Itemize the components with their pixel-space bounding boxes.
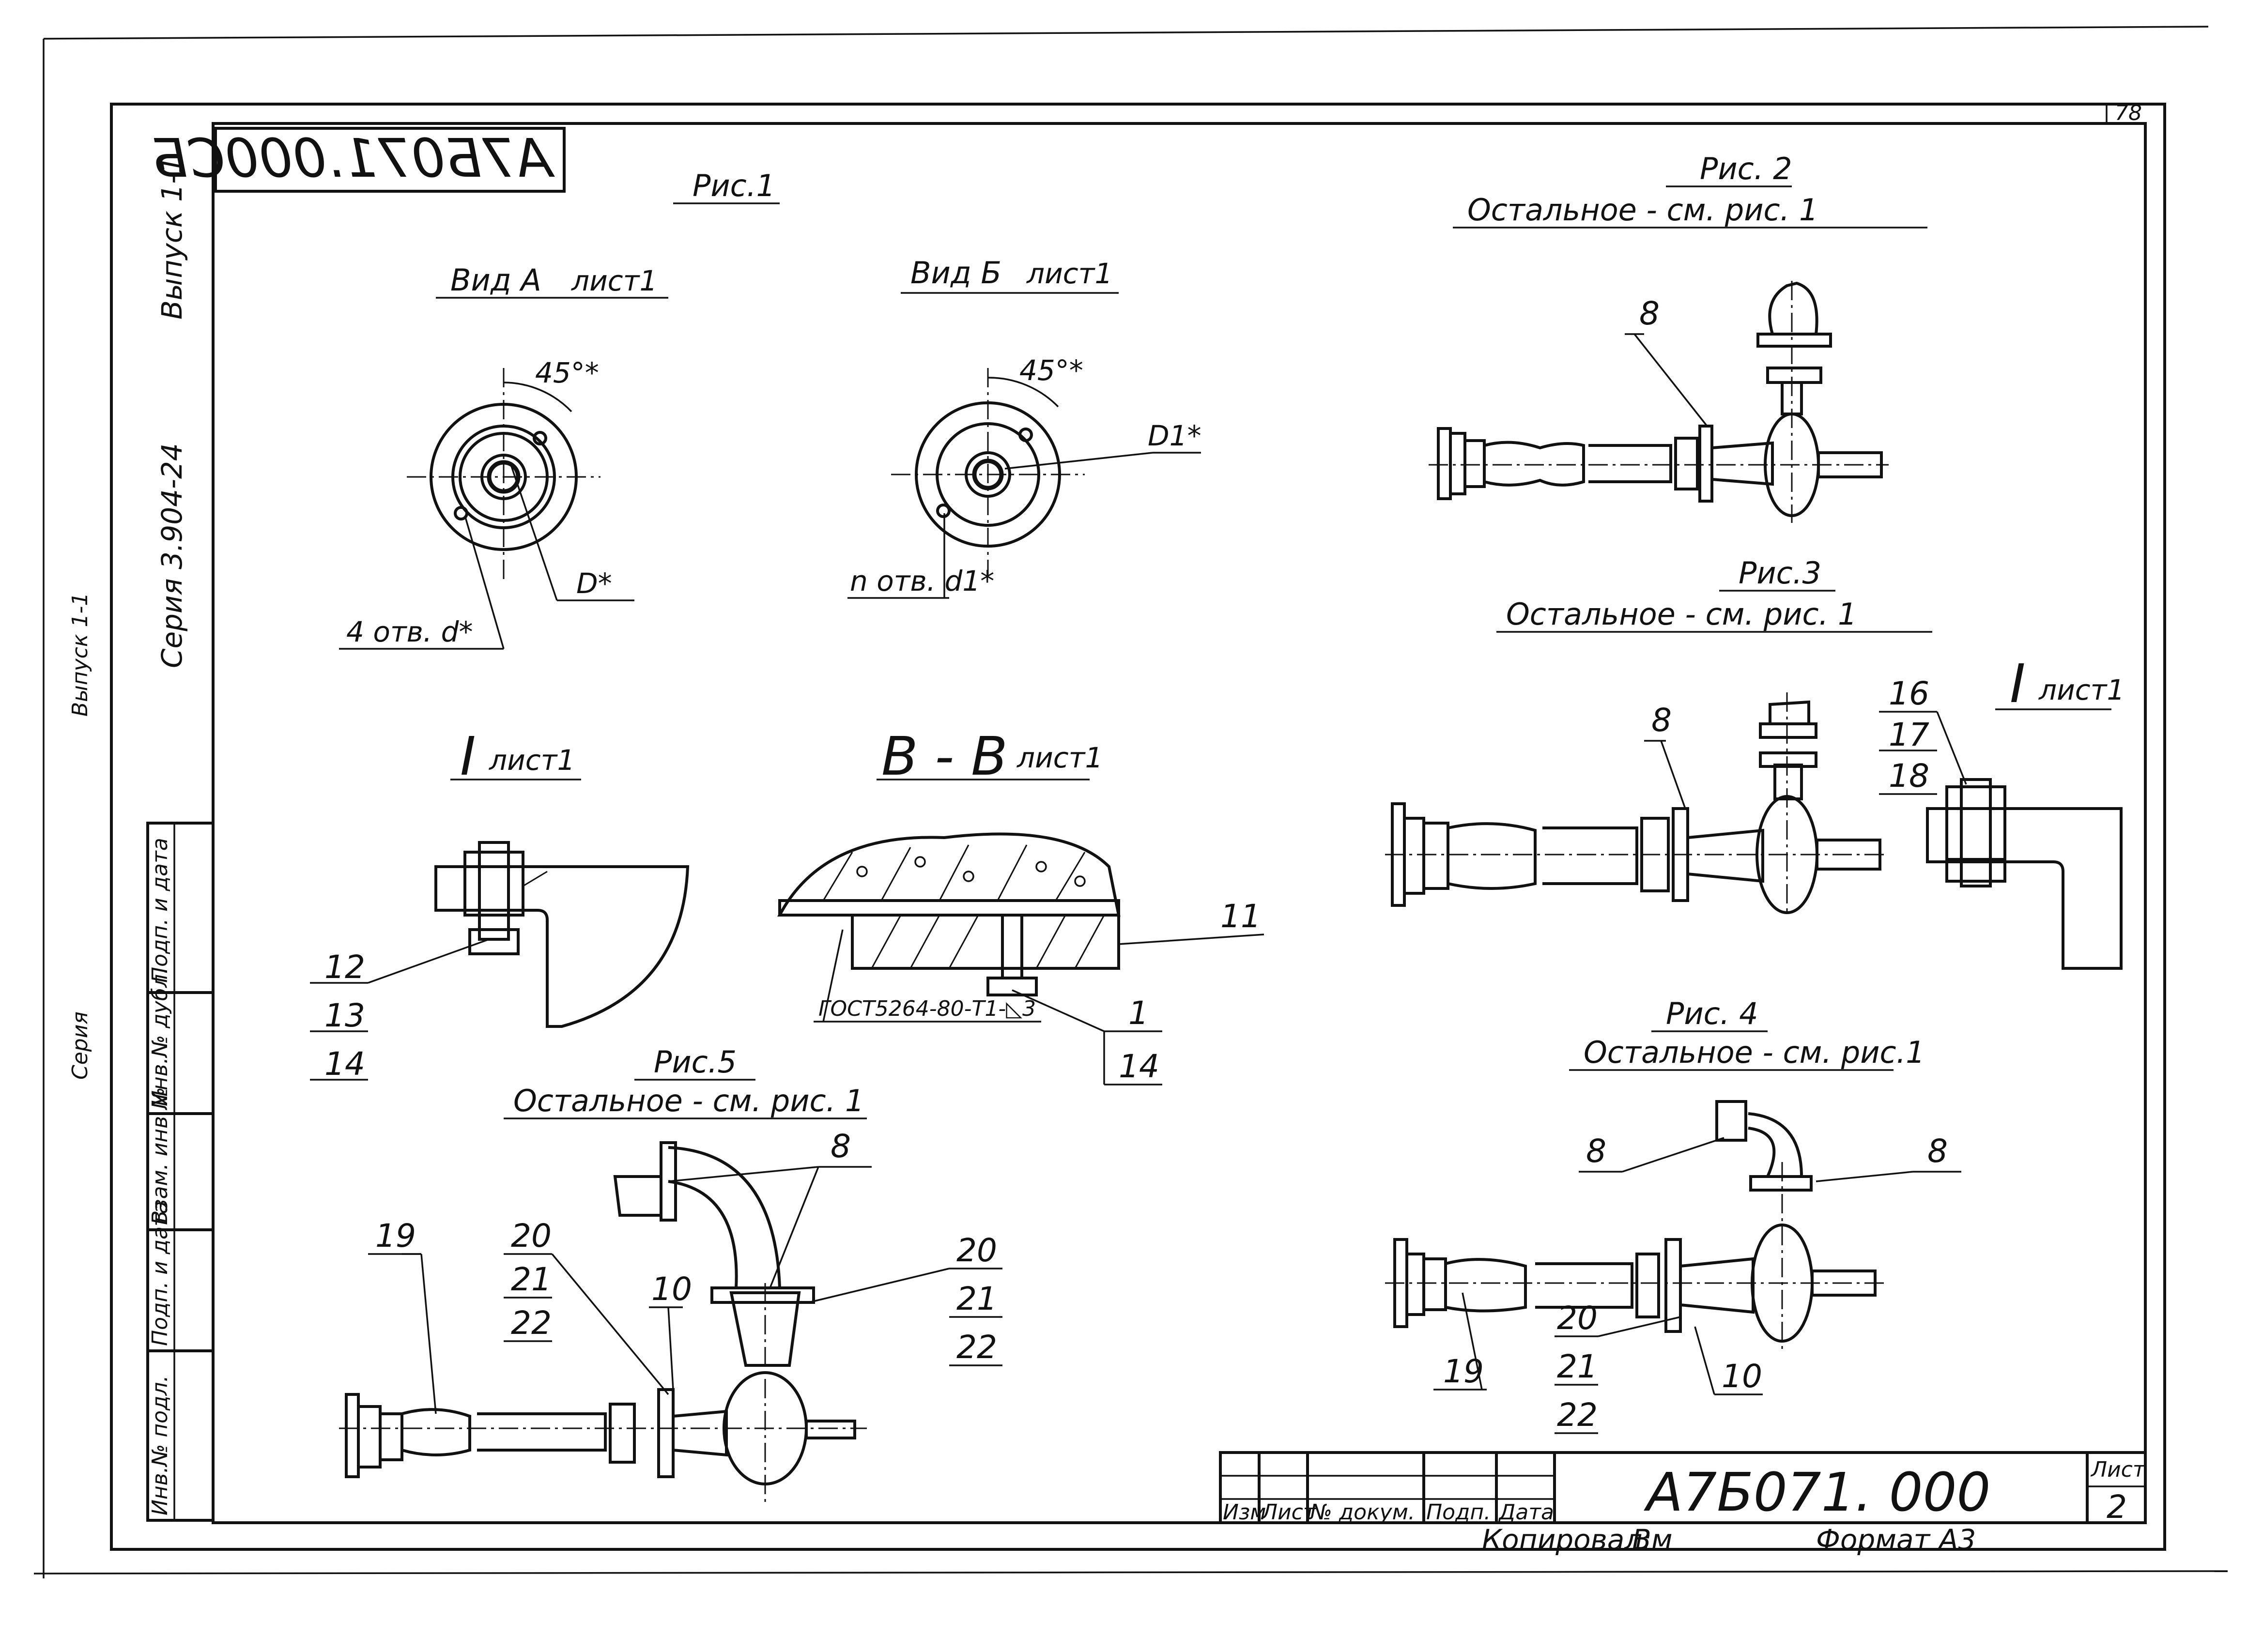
side-seriya-outer: Серия xyxy=(68,1011,92,1080)
fig4: Рис. 4 Остальное - см. рис.1 8 8 19 20 xyxy=(1385,996,1961,1434)
view-b: Вид Б лист1 45°* D1* n отв. d1* xyxy=(847,255,1201,599)
detail-i-sheet: лист1 xyxy=(489,744,575,777)
fig2-subtitle: Остальное - см. рис. 1 xyxy=(1467,192,1818,228)
fig5-title: Рис.5 xyxy=(654,1044,737,1080)
view-b-holes: n отв. d1* xyxy=(850,565,994,597)
view-b-diameter: D1* xyxy=(1148,419,1201,452)
fig2: Рис. 2 Остальное - см. рис. 1 8 xyxy=(1429,151,1927,523)
fig4-item-21: 21 xyxy=(1557,1348,1598,1385)
fig5-item-21-left: 21 xyxy=(511,1261,552,1298)
title-copied: Копировал: xyxy=(1482,1523,1652,1556)
fig4-item-19: 19 xyxy=(1443,1353,1484,1390)
sign-field-4: Подп. и дата xyxy=(148,1201,172,1346)
fig3-subtitle: Остальное - см. рис. 1 xyxy=(1506,597,1857,632)
fig4-item-20: 20 xyxy=(1557,1300,1598,1337)
view-a-angle: 45°* xyxy=(535,356,599,389)
fig5-subtitle: Остальное - см. рис. 1 xyxy=(513,1083,864,1118)
sheet-number-top: 78 xyxy=(2115,101,2142,125)
fig5-item-22-right: 22 xyxy=(956,1329,997,1366)
fig5-item-10: 10 xyxy=(651,1270,692,1308)
detail-i-item-12: 12 xyxy=(324,948,365,986)
section-vv-sheet: лист1 xyxy=(1016,741,1103,774)
detail-i-fig3: I лист1 16 17 18 xyxy=(1879,653,2125,970)
section-vv-hatch xyxy=(822,844,1105,969)
fig3-item-8: 8 xyxy=(1651,702,1672,739)
section-vv-item-1: 1 xyxy=(1128,994,1149,1032)
fig5-item-20-right: 20 xyxy=(956,1232,997,1269)
fig5-item-19: 19 xyxy=(375,1217,416,1254)
view-a-holes: 4 отв. d* xyxy=(346,615,473,648)
fig4-title: Рис. 4 xyxy=(1666,996,1758,1031)
detail-i-item-14: 14 xyxy=(324,1045,365,1083)
fig4-subtitle: Остальное - см. рис.1 xyxy=(1584,1035,1925,1070)
fig3-detail-item-18: 18 xyxy=(1889,757,1929,795)
title-sheet-label: Лист xyxy=(2090,1457,2146,1482)
detail-i-title: I xyxy=(460,725,476,787)
title-copied-sign: Вм xyxy=(1632,1523,1673,1556)
section-vv-title: В - В xyxy=(881,725,1008,787)
fig4-item-8-right: 8 xyxy=(1927,1132,1948,1170)
fig4-item-8-left: 8 xyxy=(1586,1132,1606,1170)
view-b-angle: 45°* xyxy=(1019,354,1083,387)
fig5-item-22-left: 22 xyxy=(511,1304,552,1342)
fig3-detail-item-17: 17 xyxy=(1889,716,1929,753)
detail-i-item-13: 13 xyxy=(324,997,365,1034)
fig1-title: Рис.1 xyxy=(693,168,775,203)
crop-line-bottom xyxy=(33,1570,2228,1575)
title-col-izm: Изм xyxy=(1223,1500,1266,1525)
sign-field-3: Взам. инв.№ xyxy=(148,1087,172,1225)
detail-i-fig1: I лист1 12 13 14 xyxy=(310,725,690,1083)
sign-field-2: Инв.№ дубл. xyxy=(148,967,172,1106)
mirrored-code-stamp: А7Б071.000СБ xyxy=(151,127,566,193)
view-a-sheet: лист1 xyxy=(571,264,657,297)
view-b-sheet: лист1 xyxy=(1026,257,1112,290)
inner-frame xyxy=(212,122,2147,1524)
title-col-podp: Подп. xyxy=(1426,1500,1491,1525)
side-vypusk-outer: Выпуск 1-1 xyxy=(68,593,92,717)
fig3-detail-sheet: лист1 xyxy=(2038,673,2125,706)
mirrored-code-text: А7Б071.000СБ xyxy=(151,127,555,189)
fig4-item-10: 10 xyxy=(1722,1358,1762,1395)
title-col-list: Лист xyxy=(1261,1500,1316,1525)
fig5-item-20-left: 20 xyxy=(511,1217,552,1254)
title-format: Формат А3 xyxy=(1816,1523,1976,1556)
title-block: Изм Лист № докум. Подп. Дата А7Б071. 000… xyxy=(1219,1451,2147,1556)
view-b-title: Вид Б xyxy=(910,255,1001,291)
title-col-data: Дата xyxy=(1498,1500,1554,1525)
view-a-diameter: D* xyxy=(576,567,612,600)
side-seriya: Серия 3.904-24 xyxy=(155,443,188,668)
fig3-detail-item-16: 16 xyxy=(1889,675,1929,712)
view-a-title: Вид А xyxy=(450,262,541,298)
fig5-item-8: 8 xyxy=(831,1128,851,1165)
title-sheet-value: 2 xyxy=(2107,1488,2127,1526)
left-sign-table: Подп. и дата Инв.№ дубл. Взам. инв.№ Под… xyxy=(146,822,215,1522)
sign-field-1: Подп. и дата xyxy=(148,838,172,983)
side-vypusk: Выпуск 1-1 xyxy=(155,156,188,320)
fig3-detail-title: I xyxy=(2010,653,2025,715)
fig2-title: Рис. 2 xyxy=(1700,151,1792,186)
title-code: А7Б071. 000 xyxy=(1644,1461,1991,1523)
section-vv-item-14: 14 xyxy=(1119,1048,1159,1085)
outer-frame xyxy=(110,103,2166,1551)
section-vv-item-11: 11 xyxy=(1220,898,1261,935)
title-col-dokum: № докум. xyxy=(1309,1500,1415,1525)
section-vv-weld: ГОСТ5264-80-Т1-◺3 xyxy=(818,996,1036,1021)
sign-field-5: Инв.№ подл. xyxy=(148,1375,172,1515)
crop-line-top xyxy=(43,26,2209,40)
section-vv: В - В лист1 11 ГОСТ5264-80-Т xyxy=(777,725,1264,1086)
fig5-item-21-right: 21 xyxy=(956,1280,997,1317)
fig4-item-22: 22 xyxy=(1557,1396,1598,1434)
fig5: Рис.5 Остальное - см. рис. 1 8 19 xyxy=(339,1044,1002,1506)
view-a: Вид А лист1 45°* D* 4 отв. d* xyxy=(339,262,668,650)
fig2-item-8: 8 xyxy=(1639,295,1660,332)
fig3-title: Рис.3 xyxy=(1739,555,1821,591)
fig3: Рис.3 Остальное - см. рис. 1 8 xyxy=(1385,555,1932,915)
